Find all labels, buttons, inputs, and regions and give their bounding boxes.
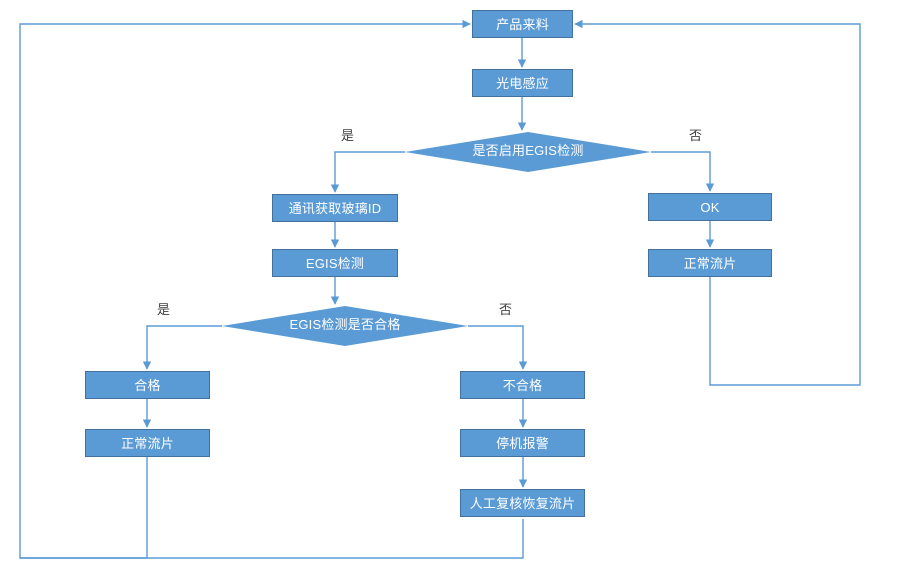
- node-qualified[interactable]: 合格: [85, 371, 210, 399]
- node-unqualified[interactable]: 不合格: [460, 371, 585, 399]
- edge-label-pass-no: 否: [499, 302, 513, 317]
- node-label: 是否启用EGIS检测: [472, 142, 584, 158]
- edge-manual-to-start: [20, 519, 524, 559]
- edge-dec-enable-no-to-ok: [651, 151, 715, 192]
- node-normal-flow-right[interactable]: 正常流片: [648, 249, 772, 277]
- node-label: 通讯获取玻璃ID: [288, 200, 382, 216]
- edge-dec-pass-no-to-fail: [468, 325, 528, 370]
- node-decision-enable-egis[interactable]: 是否启用EGIS检测: [405, 132, 651, 172]
- node-stop-alarm[interactable]: 停机报警: [460, 429, 585, 457]
- node-label: OK: [700, 199, 720, 215]
- node-label: 合格: [134, 377, 161, 393]
- node-label: EGIS检测: [305, 255, 365, 271]
- node-label: 正常流片: [121, 435, 174, 451]
- node-label: EGIS检测是否合格: [289, 316, 401, 332]
- node-get-glass-id[interactable]: 通讯获取玻璃ID: [272, 194, 398, 222]
- node-label: 人工复核恢复流片: [469, 495, 576, 511]
- edge-normal-right-to-start: [574, 19, 861, 386]
- node-product-incoming[interactable]: 产品来料: [472, 10, 573, 38]
- node-label: 光电感应: [496, 75, 549, 91]
- node-normal-flow-left[interactable]: 正常流片: [85, 429, 210, 457]
- node-ok[interactable]: OK: [648, 193, 772, 221]
- edge-label-enable-yes: 是: [341, 128, 355, 143]
- node-label: 产品来料: [496, 16, 549, 32]
- edge-normal-left-to-start: [19, 19, 471, 559]
- node-egis-inspection[interactable]: EGIS检测: [272, 249, 398, 277]
- edge-label-enable-no: 否: [689, 128, 703, 143]
- node-photoelectric-sensing[interactable]: 光电感应: [472, 69, 573, 97]
- node-manual-review-resume[interactable]: 人工复核恢复流片: [460, 489, 585, 517]
- edge-label-pass-yes: 是: [157, 302, 171, 317]
- node-label: 停机报警: [496, 435, 549, 451]
- edge-dec-pass-yes-to-pass: [142, 325, 222, 370]
- edge-dec-enable-yes-to-get-id: [330, 151, 405, 193]
- node-decision-egis-pass[interactable]: EGIS检测是否合格: [222, 306, 468, 346]
- node-label: 不合格: [502, 377, 543, 393]
- node-label: 正常流片: [683, 255, 737, 271]
